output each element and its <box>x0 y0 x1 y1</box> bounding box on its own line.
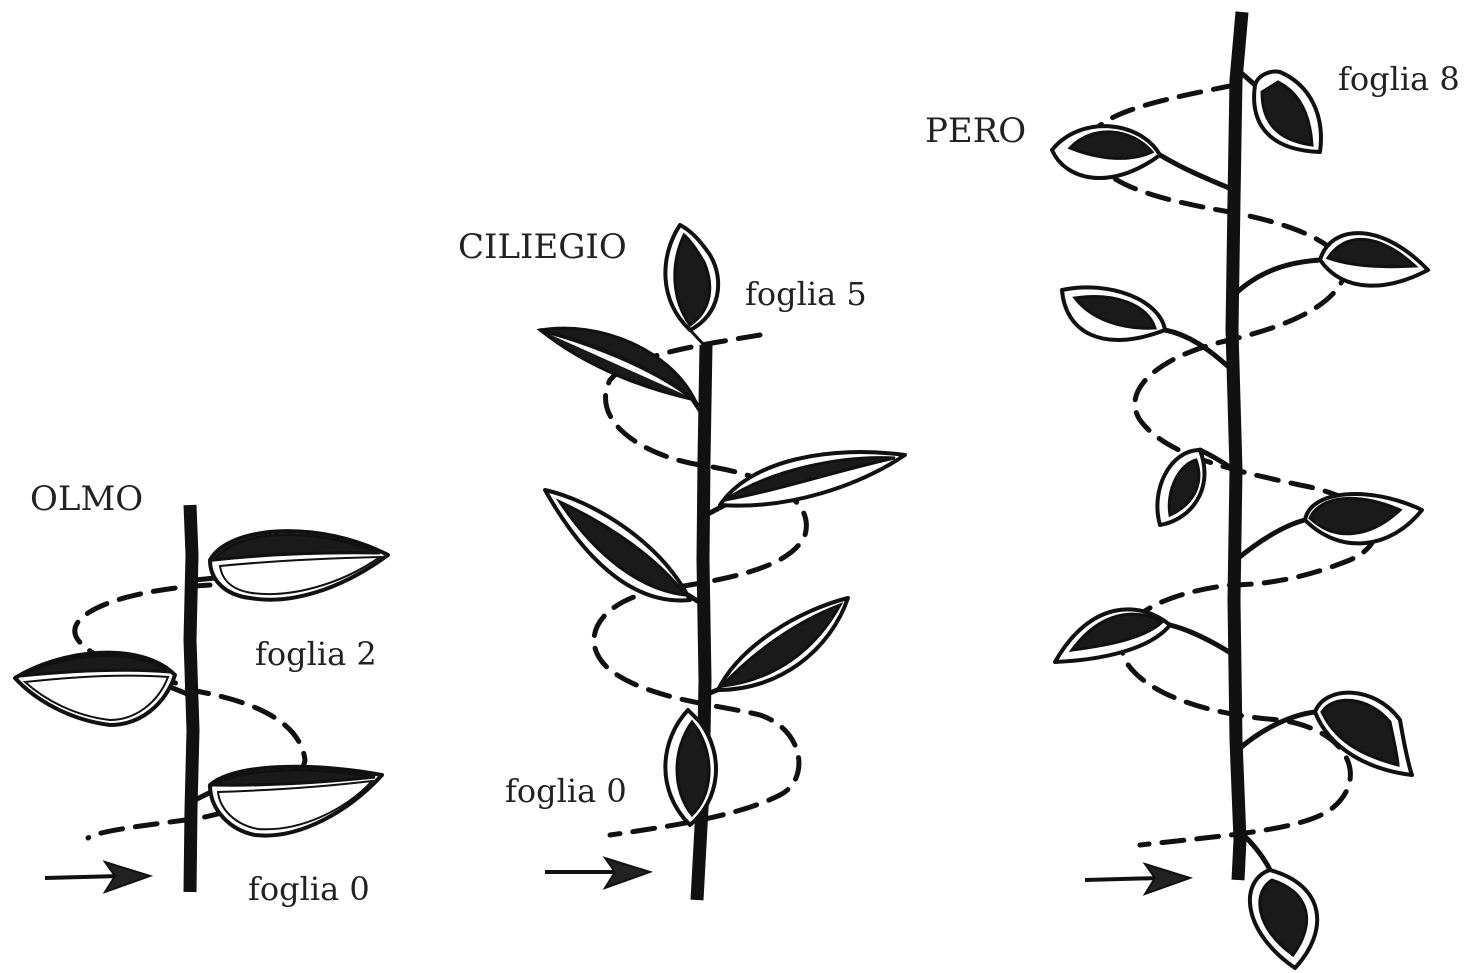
pero-leaf-4 <box>1157 450 1234 525</box>
pero-plant: PERO foglia 8 <box>925 12 1460 968</box>
pero-leaf-6 <box>1234 233 1428 295</box>
ciliegio-plant: CILIEGIO foglia 5 foglia 0 <box>458 225 905 900</box>
ciliegio-leaf-3 <box>706 452 905 515</box>
ciliegio-leaf-4 <box>540 328 700 410</box>
pero-leaf-top-label: foglia 8 <box>1338 60 1460 98</box>
ciliegio-leaf-bottom-label: foglia 0 <box>505 772 627 810</box>
ciliegio-leaf-2 <box>545 490 704 605</box>
ciliegio-leaf-1 <box>705 598 848 695</box>
ciliegio-arrow <box>545 858 650 888</box>
ciliegio-leaf-5 <box>665 225 718 345</box>
pero-leaf-0 <box>1238 830 1317 968</box>
olmo-stem <box>190 505 193 892</box>
pero-leaf-8 <box>1238 70 1321 152</box>
olmo-leaf-top-label: foglia 2 <box>255 635 377 673</box>
olmo-leaf-0 <box>195 767 382 836</box>
ciliegio-name: CILIEGIO <box>458 227 627 267</box>
pero-leaf-3 <box>1236 494 1422 560</box>
ciliegio-leaf-top-label: foglia 5 <box>745 275 867 313</box>
pero-arrow <box>1085 864 1190 894</box>
pero-leaf-5 <box>1062 287 1232 370</box>
olmo-arrow <box>45 862 150 892</box>
olmo-leaf-bottom-label: foglia 0 <box>248 870 370 908</box>
pero-leaf-7 <box>1052 126 1234 190</box>
pero-leaf-2 <box>1055 609 1234 662</box>
olmo-leaf-1 <box>15 653 190 725</box>
olmo-leaf-2 <box>195 531 388 600</box>
pero-name: PERO <box>925 111 1026 151</box>
olmo-name: OLMO <box>30 479 143 519</box>
olmo-plant: OLMO foglia 2 foglia 0 <box>15 479 388 908</box>
